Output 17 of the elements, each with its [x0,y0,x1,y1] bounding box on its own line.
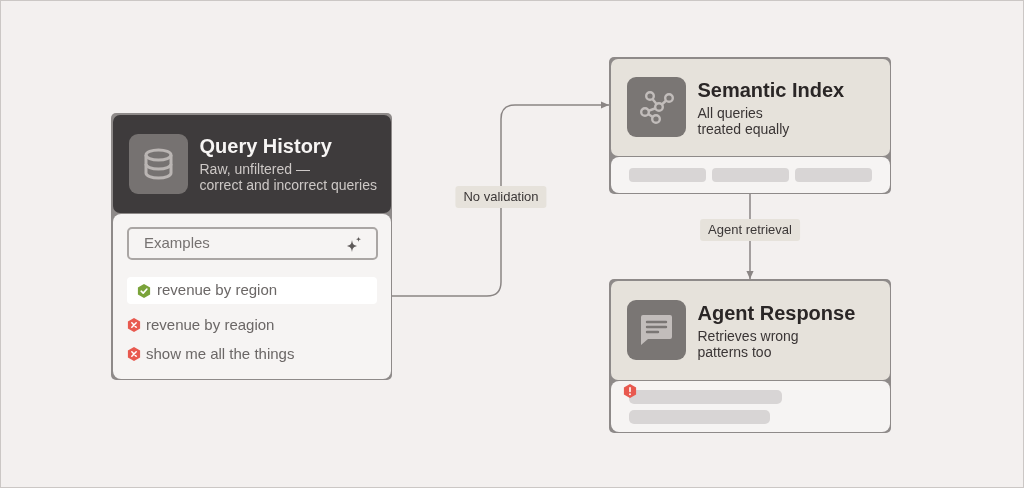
edge-label: Agent retrieval [700,219,800,241]
card-panel [111,113,392,380]
highlighted-row [127,277,377,304]
card-panel [609,57,891,194]
card-panel [609,279,891,433]
edge-label: No validation [455,186,547,208]
card-title: Semantic Index [697,77,845,102]
list-item-text: revenue by reagion [146,315,275,335]
list-item-text: show me all the things [146,344,295,364]
card-title: Query History [199,134,333,158]
card-title: Agent Response [697,300,856,325]
connector-arrow [391,101,610,297]
card-subtitle: All queries treated equally [697,104,791,137]
list-item-text: revenue by region [157,280,278,301]
input-field: Examples [127,227,378,260]
card-subtitle: Raw, unfiltered — correct and incorrect queries [199,161,377,193]
card-subtitle: Retrieves wrong patterns too [697,327,800,360]
